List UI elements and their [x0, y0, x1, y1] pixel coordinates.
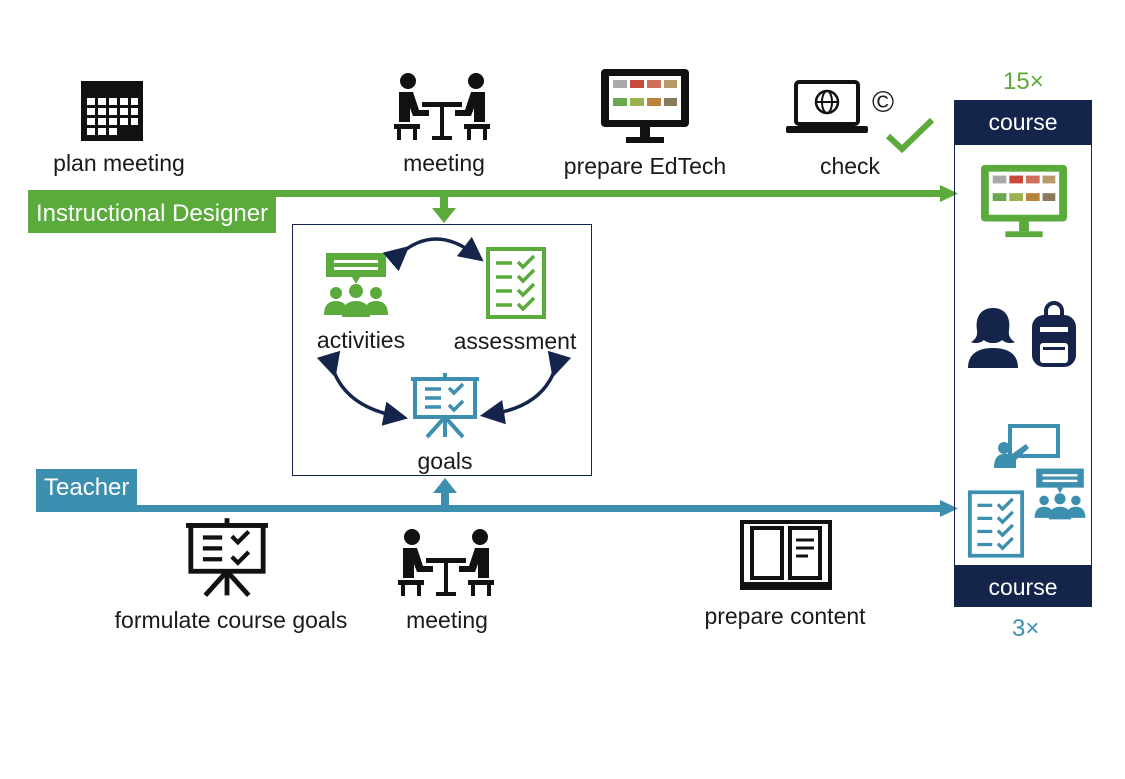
teacher-track-arrowhead	[940, 500, 958, 517]
monitor-icon	[980, 164, 1068, 238]
prepare-edtech-label: prepare EdTech	[563, 153, 727, 179]
designer-to-cycle-arrow	[432, 196, 456, 223]
checkmark-icon	[885, 117, 935, 154]
assessment-label: assessment	[453, 328, 577, 354]
meeting-icon	[398, 529, 494, 596]
designer-meeting-label: meeting	[403, 150, 485, 176]
book-icon	[740, 520, 832, 590]
backpack-icon	[1032, 301, 1076, 367]
plan-meeting-label: plan meeting	[53, 150, 185, 176]
formulate-goals-label: formulate course goals	[114, 607, 348, 633]
copyright-symbol: ©	[872, 86, 895, 119]
goals-label: goals	[417, 448, 473, 474]
teacher-role-label: Teacher	[36, 469, 138, 507]
monitor-icon	[601, 69, 689, 143]
student-icon	[968, 308, 1018, 368]
teacher-meeting-label: meeting	[406, 607, 488, 633]
designer-role-label: Instructional Designer	[28, 195, 277, 233]
activities-label: activities	[316, 327, 406, 353]
course-header-top: course	[954, 100, 1092, 145]
teacher-track-line	[36, 505, 946, 512]
meeting-icon	[394, 73, 490, 140]
calendar-icon	[81, 81, 143, 141]
designer-track-line	[28, 190, 946, 197]
course-header-bottom: course	[954, 565, 1092, 607]
activities-assessment-arrow	[382, 236, 484, 272]
chat-group-icon	[324, 253, 388, 317]
designer-track-arrowhead	[940, 185, 958, 202]
assessment-goals-arrow	[479, 350, 572, 425]
checklist-icon	[968, 490, 1024, 558]
teacher-board-icon	[994, 424, 1060, 468]
presentation-checklist-icon	[411, 373, 479, 439]
laptop-globe-icon	[786, 80, 868, 133]
checklist-icon	[486, 247, 546, 319]
course-count-bottom: 3×	[1012, 615, 1040, 642]
prepare-content-label: prepare content	[704, 603, 866, 629]
presentation-checklist-icon	[186, 518, 268, 597]
course-count-top: 15×	[1003, 68, 1044, 95]
design-cycle-box	[292, 224, 592, 476]
teacher-to-cycle-arrow	[433, 478, 457, 508]
check-label: check	[819, 153, 881, 179]
chat-group-icon	[1034, 468, 1086, 520]
activities-goals-arrow	[316, 350, 409, 426]
cycle-arrows	[316, 236, 572, 426]
